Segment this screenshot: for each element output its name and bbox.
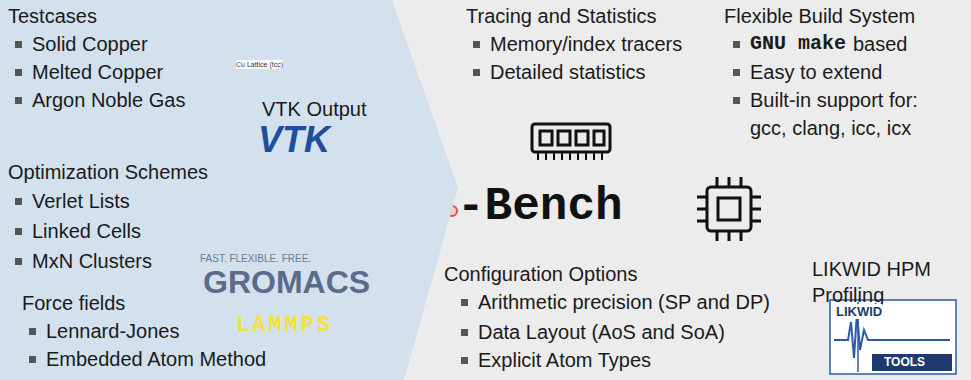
logo-text: LAMMPS (236, 312, 333, 340)
bullet-item: Detailed statistics (490, 60, 646, 84)
lammps-box (228, 310, 368, 342)
section-heading: Testcases (8, 4, 97, 28)
bullet-item: MxN Clusters (32, 249, 152, 273)
bullet-mark (29, 356, 36, 363)
cpu-icon (697, 177, 761, 241)
bullet-mark (15, 97, 22, 104)
section-heading: Flexible Build System (724, 4, 915, 28)
bullet-item: based (853, 32, 908, 56)
logo-text: GROMACS (203, 264, 370, 300)
bullet-mark (733, 69, 740, 76)
bullet-mark (473, 69, 480, 76)
figure-caption: Cu Lattice (fcc) (236, 60, 283, 69)
md-logo (303, 171, 457, 251)
feature-panel: TestcasesSolid CopperMelted CopperArgon … (0, 0, 460, 380)
bullet-item: Linked Cells (32, 219, 141, 243)
bullet-mark (461, 357, 468, 364)
bullet-item: gcc, clang, icc, icx (750, 116, 911, 140)
logo-text: -Bench (457, 182, 623, 232)
bullet-item: Argon Noble Gas (32, 88, 185, 112)
logo-tagline: FAST. FLEXIBLE. FREE. (200, 253, 311, 265)
section-heading: Force fields (22, 291, 125, 315)
logo-text: TOOLS (884, 355, 925, 370)
section-heading: LIKWID HPM Profiling (812, 256, 962, 308)
bullet-mark (733, 41, 740, 48)
section-heading: Tracing and Statistics (466, 4, 656, 28)
logo-text: LIKWID (836, 304, 882, 319)
bullet-item: GNU make (750, 32, 846, 56)
bullet-item: Data Layout (AoS and SoA) (478, 320, 725, 344)
logo-text: VTK (258, 118, 330, 162)
bullet-mark (461, 329, 468, 336)
bullet-mark (733, 97, 740, 104)
bullet-item: Embedded Atom Method (46, 347, 266, 371)
bullet-mark (15, 41, 22, 48)
bullet-item: Easy to extend (750, 60, 882, 84)
copper-lattice (210, 4, 286, 71)
bullet-mark (473, 41, 480, 48)
bullet-item: Melted Copper (32, 60, 163, 84)
bullet-item: Lennard-Jones (46, 319, 179, 343)
bullet-mark (15, 258, 22, 265)
bullet-mark (461, 299, 468, 306)
gromacs-bird (352, 262, 412, 297)
bullet-item: Built-in support for: (750, 88, 918, 112)
likwid-logo (830, 300, 956, 374)
section-heading: Optimization Schemes (8, 160, 208, 184)
memory-icon (532, 124, 610, 160)
section-heading: VTK Output (262, 97, 367, 121)
bullet-item: Explicit Atom Types (478, 348, 651, 372)
bullet-mark (15, 228, 22, 235)
section-heading: Configuration Options (444, 262, 637, 286)
bullet-mark (29, 328, 36, 335)
vtk-logo-mark (338, 124, 396, 160)
bullet-mark (15, 69, 22, 76)
bullet-item: Arithmetic precision (SP and DP) (478, 290, 770, 314)
bullet-mark (15, 198, 22, 205)
bullet-item: Verlet Lists (32, 189, 130, 213)
bullet-item: Solid Copper (32, 32, 148, 56)
bullet-item: Memory/index tracers (490, 32, 682, 56)
